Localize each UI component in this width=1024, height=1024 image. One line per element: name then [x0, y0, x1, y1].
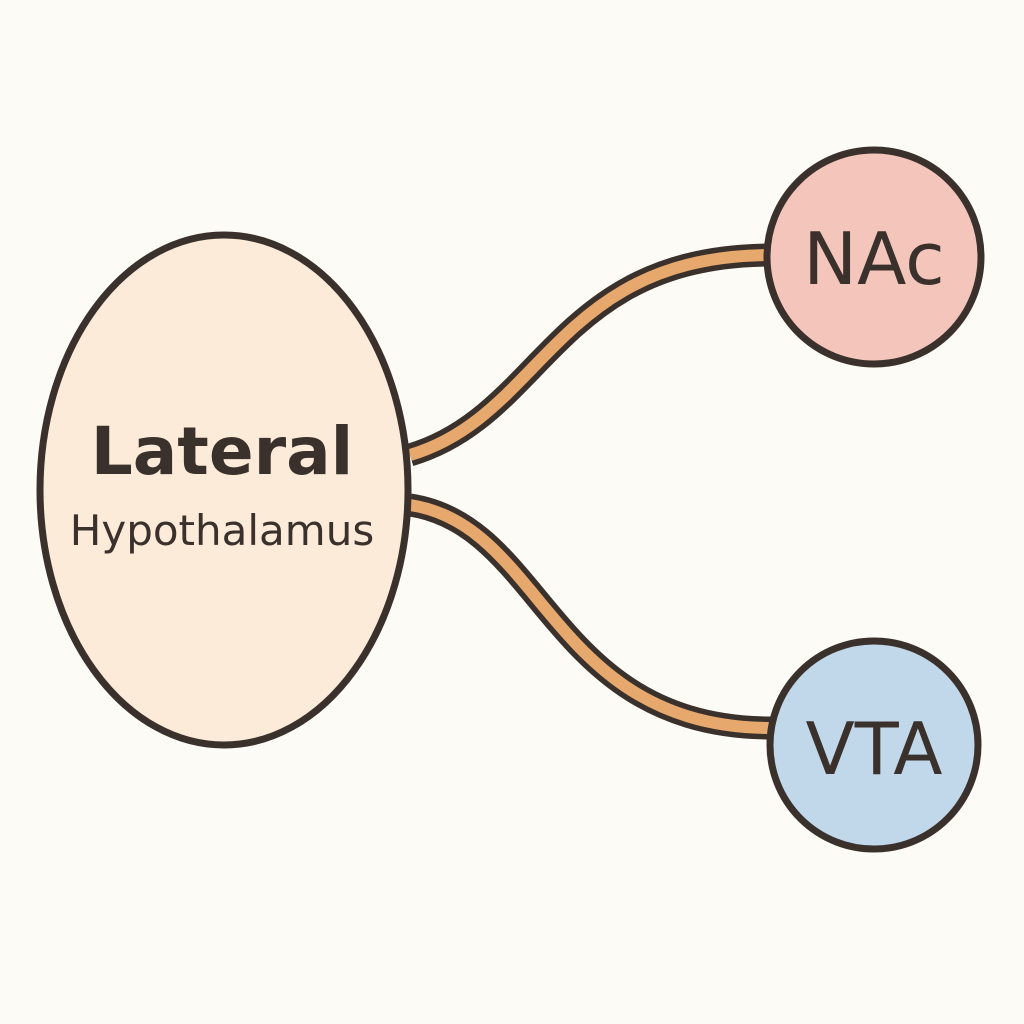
node-vta: VTA	[766, 637, 982, 853]
node-nac: NAc	[763, 146, 985, 368]
nac-shape	[763, 146, 985, 368]
vta-shape	[766, 637, 982, 853]
lateral-hypothalamus-label-line2: Hypothalamus	[70, 506, 374, 555]
lateral-hypothalamus-label-line1: Lateral	[91, 413, 354, 490]
connector-lh-to-nac	[406, 243, 773, 467]
vta-label: VTA	[806, 707, 943, 791]
nac-label: NAc	[803, 217, 944, 301]
node-lateral-hypothalamus: Lateral Hypothalamus	[36, 231, 412, 749]
lateral-hypothalamus-shape	[36, 231, 412, 749]
connector-lh-to-vta	[408, 493, 773, 740]
